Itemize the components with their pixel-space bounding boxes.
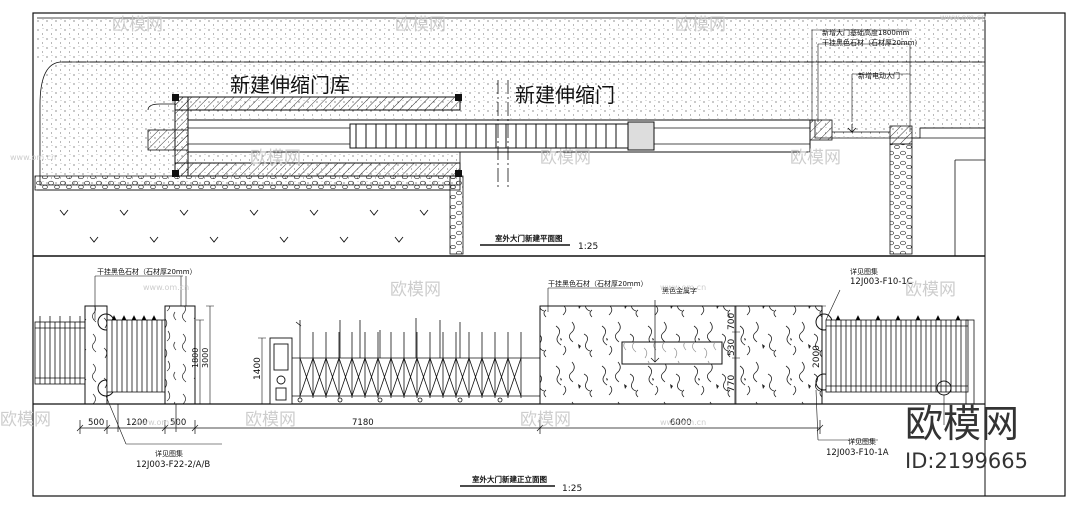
plan-note-stone: 干挂黑色石材（石材厚20mm） xyxy=(822,38,922,47)
dim-bottom-6000: 6000 xyxy=(670,418,692,428)
wm-site-4: www.om.cn xyxy=(660,283,706,292)
pedestrian-gate xyxy=(106,315,166,393)
wm-site-1: www.om.cn xyxy=(10,153,56,162)
gate-controller xyxy=(269,337,293,405)
wm-brand-4: 欧模网 xyxy=(250,148,301,168)
elevation-title: 室外大门新建正立面图 xyxy=(472,474,547,484)
plan-note-foundation: 新增大门基础高度1800mm xyxy=(822,28,910,37)
wm-site-5: www.om.cn xyxy=(135,418,181,427)
plan-title: 室外大门新建平面图 xyxy=(495,233,563,243)
garage-hatch-bottom xyxy=(174,162,461,177)
elevation-scale: 1:25 xyxy=(562,484,582,494)
dim-bottom-500b: 500 xyxy=(170,418,186,428)
wm-brand-7: 欧模网 xyxy=(390,280,441,300)
ref-right-title: 详见图集 xyxy=(850,267,878,276)
ref-right-code: 12J003-F10-1C xyxy=(850,277,913,287)
wm-site-2: www.om.cn xyxy=(940,13,986,22)
wm-brand-9: 欧模网 xyxy=(0,410,51,430)
drawing-frame xyxy=(32,12,1066,497)
watermark-corner-brand: 欧模网 xyxy=(905,402,1019,446)
garage-hatch-top xyxy=(174,96,461,111)
wm-brand-5: 欧模网 xyxy=(540,148,591,168)
dim-pillar-1800: 1800 xyxy=(191,348,200,368)
left-pillar xyxy=(84,305,108,405)
right-fence xyxy=(825,315,969,393)
dim-wall-770: 770 xyxy=(727,375,737,392)
wm-brand-8: 欧模网 xyxy=(905,280,956,300)
center-pillar xyxy=(164,305,196,405)
horizontal-dims xyxy=(76,404,824,434)
ref-bottom-right-code: 12J003-F10-1A xyxy=(826,448,889,458)
ref-left-title: 详见图集 xyxy=(155,449,183,458)
plan-view: 新建伸缩门库 新建伸缩门 新增大门基础高度1800mm 干挂黑色石材（石材厚20… xyxy=(34,17,986,256)
dim-bottom-7180: 7180 xyxy=(352,418,374,428)
plan-note-electric-gate: 新增电动大门 xyxy=(858,71,900,80)
wm-brand-11: 欧模网 xyxy=(520,410,571,430)
wm-brand-10: 欧模网 xyxy=(245,410,296,430)
dim-wall-530: 530 xyxy=(727,339,737,356)
gravel-strip xyxy=(34,175,461,191)
wm-site-3: www.om.cn xyxy=(143,283,189,292)
ref-left-code: 12J003-F22-2/A/B xyxy=(136,460,210,470)
elev-note-mid-stone: 干挂黑色石材（石材厚20mm） xyxy=(548,279,648,288)
dim-wall-2000: 2000 xyxy=(812,345,822,368)
wm-brand-6: 欧模网 xyxy=(790,148,841,168)
dim-bottom-1200: 1200 xyxy=(126,418,148,428)
ref-bottom-right-title: 详见图集 xyxy=(848,437,876,446)
wm-brand-1: 欧模网 xyxy=(112,15,163,35)
dim-bottom-500a: 500 xyxy=(88,418,104,428)
dim-wall-700: 700 xyxy=(727,313,737,330)
watermarks: 欧模网 欧模网 欧模网 欧模网 欧模网 欧模网 欧模网 欧模网 欧模网 欧模网 … xyxy=(0,13,986,430)
plan-ground-dots xyxy=(39,61,986,186)
wm-brand-3: 欧模网 xyxy=(675,15,726,35)
lawn-marks xyxy=(59,209,429,243)
elev-note-left-stone: 干挂黑色石材（石材厚20mm） xyxy=(97,267,197,276)
wm-brand-2: 欧模网 xyxy=(395,15,446,35)
dim-pillar-3000: 3000 xyxy=(201,348,210,368)
elevation-view: 1800 3000 1400 700 530 770 2000 500 1200… xyxy=(33,267,985,494)
telescopic-gate xyxy=(292,318,540,403)
label-new-gate-garage: 新建伸缩门库 xyxy=(230,73,350,97)
left-fence xyxy=(34,316,86,385)
elev-note-sign-letters: 黑色金属字 xyxy=(662,286,697,295)
dim-gate-1400: 1400 xyxy=(253,357,263,380)
watermark-corner-id: ID:2199665 xyxy=(905,449,1028,473)
plan-scale: 1:25 xyxy=(578,242,598,252)
label-new-gate: 新建伸缩门 xyxy=(515,83,615,107)
wm-site-6: www.om.cn xyxy=(660,418,706,427)
plan-gate-leaves xyxy=(349,121,655,151)
vertical-dims xyxy=(196,305,826,405)
